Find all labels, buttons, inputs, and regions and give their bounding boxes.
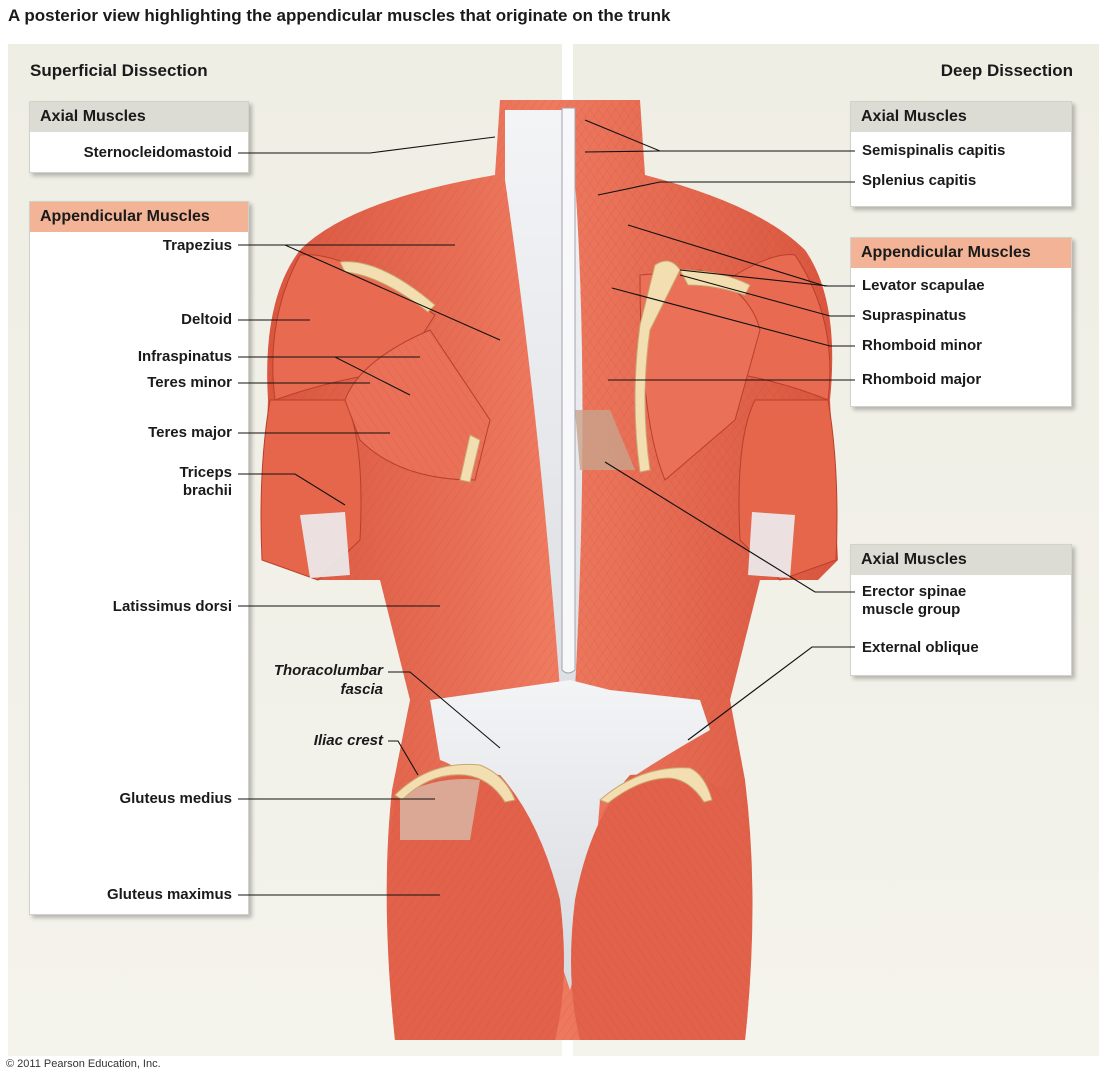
label-latissimus-dorsi: Latissimus dorsi xyxy=(112,598,232,615)
label-supraspinatus: Supraspinatus xyxy=(862,307,967,324)
label-gluteus-maximus: Gluteus maximus xyxy=(106,886,232,903)
left-appendicular-muscles-header: Appendicular Muscles xyxy=(30,202,248,232)
label-teres-minor: Teres minor xyxy=(147,374,232,391)
label-thoracolumbar-fascia-line1: Thoracolumbar xyxy=(273,662,383,679)
right-appendicular-muscles-box: Appendicular Muscles xyxy=(850,237,1072,407)
vertebral-column xyxy=(561,107,576,674)
left-scapula-spine xyxy=(339,261,436,313)
right-leader-lines xyxy=(584,119,855,741)
copyright-notice: © 2011 Pearson Education, Inc. xyxy=(6,1058,161,1070)
label-infraspinatus: Infraspinatus xyxy=(137,348,232,365)
right-axial-muscles-box-bottom: Axial Muscles xyxy=(850,544,1072,676)
left-axial-muscles-header: Axial Muscles xyxy=(30,102,248,132)
label-sternocleidomastoid: Sternocleidomastoid xyxy=(83,144,232,161)
deep-dissection-heading: Deep Dissection xyxy=(940,61,1073,80)
label-triceps-brachii-line1: Triceps xyxy=(179,464,232,481)
label-semispinalis-capitis: Semispinalis capitis xyxy=(862,142,1006,159)
label-teres-major: Teres major xyxy=(148,424,232,441)
left-appendicular-muscles-box: Appendicular Muscles xyxy=(29,201,249,915)
central-fascia xyxy=(450,110,590,850)
label-deltoid: Deltoid xyxy=(181,311,232,328)
right-axial-muscles-header-top: Axial Muscles xyxy=(851,102,1071,132)
left-leader-lines xyxy=(238,136,501,896)
label-rhomboid-minor: Rhomboid minor xyxy=(862,337,982,354)
left-iliac-crest xyxy=(394,763,516,803)
right-axial-muscles-box-top: Axial Muscles xyxy=(850,101,1072,207)
label-levator-scapulae: Levator scapulae xyxy=(862,277,985,294)
figure-title: A posterior view highlighting the append… xyxy=(8,6,671,25)
right-appendicular-muscles-header: Appendicular Muscles xyxy=(851,238,1071,268)
left-axial-muscles-box: Axial Muscles xyxy=(29,101,249,173)
label-iliac-crest: Iliac crest xyxy=(313,732,383,749)
thoracolumbar-fascia xyxy=(430,680,710,990)
right-axial-muscles-header-bottom: Axial Muscles xyxy=(851,545,1071,575)
label-erector-spinae-line1: Erector spinae xyxy=(862,583,967,600)
label-rhomboid-major: Rhomboid major xyxy=(862,371,982,388)
label-external-oblique: External oblique xyxy=(862,639,979,656)
label-trapezius: Trapezius xyxy=(162,237,232,254)
label-erector-spinae-line2: muscle group xyxy=(862,601,961,618)
right-iliac-crest xyxy=(599,767,713,804)
label-thoracolumbar-fascia-line2: fascia xyxy=(340,681,383,698)
left-gluteus-medius xyxy=(400,779,480,840)
label-splenius-capitis: Splenius capitis xyxy=(862,172,977,189)
label-gluteus-medius: Gluteus medius xyxy=(119,790,232,807)
superficial-dissection-heading: Superficial Dissection xyxy=(30,61,208,80)
right-scapula-spine xyxy=(634,260,681,473)
label-triceps-brachii-line2: brachii xyxy=(182,482,232,499)
